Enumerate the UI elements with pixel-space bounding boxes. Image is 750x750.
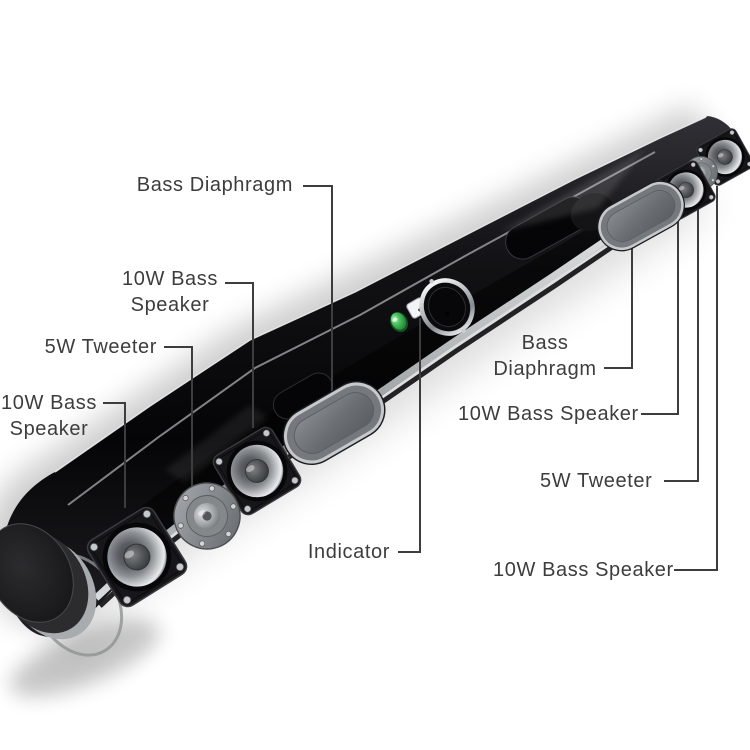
callout-lines (103, 185, 718, 571)
bar-face-details (389, 278, 475, 336)
label-line: Speaker (130, 294, 210, 316)
callout-line-bass-speaker-lower-left (103, 402, 126, 508)
port-ring (419, 278, 475, 336)
callout-label-bass-diaphragm-right: Bass Diaphragm (485, 330, 605, 382)
led-light (389, 311, 409, 333)
callout-label-bass-speaker-upper-left: 10W Bass Speaker (110, 266, 230, 318)
callout-line-bass-speaker-upper-left (225, 282, 254, 428)
callout-label-tweeter-right: 5W Tweeter (540, 470, 653, 492)
callout-line-tweeter-right (664, 200, 699, 482)
left-end-cap (0, 523, 124, 657)
label-line: Speaker (9, 418, 89, 440)
endcap-face (0, 523, 74, 623)
callout-label-bass-speaker-upper-right: 10W Bass Speaker (458, 403, 639, 425)
callout-label-bass-diaphragm-left: Bass Diaphragm (136, 174, 293, 196)
gloss-reflection-2 (165, 405, 268, 482)
callout-line-tweeter-left (164, 346, 193, 500)
endcap-ground-shadow (10, 619, 160, 697)
gloss-reflection (500, 150, 645, 232)
label-line: Diaphragm (493, 358, 597, 380)
label-line: 10W Bass (122, 268, 218, 290)
callout-line-indicator (398, 318, 421, 553)
callout-line-bass-diaphragm-right (604, 240, 633, 369)
bar-top-highlight (54, 116, 707, 473)
callout-label-tweeter-left: 5W Tweeter (44, 336, 157, 358)
callout-label-bass-speaker-lower-right: 10W Bass Speaker (493, 559, 674, 581)
callout-label-indicator: Indicator (307, 541, 390, 563)
callout-line-bass-speaker-lower-right (674, 186, 718, 571)
callout-line-bass-speaker-upper-right (641, 216, 679, 415)
callout-label-bass-speaker-lower-left: 10W Bass Speaker (0, 390, 109, 442)
label-line: 10W Bass (1, 392, 97, 414)
label-line: Bass (521, 332, 569, 354)
callout-line-bass-diaphragm-left (303, 185, 333, 404)
